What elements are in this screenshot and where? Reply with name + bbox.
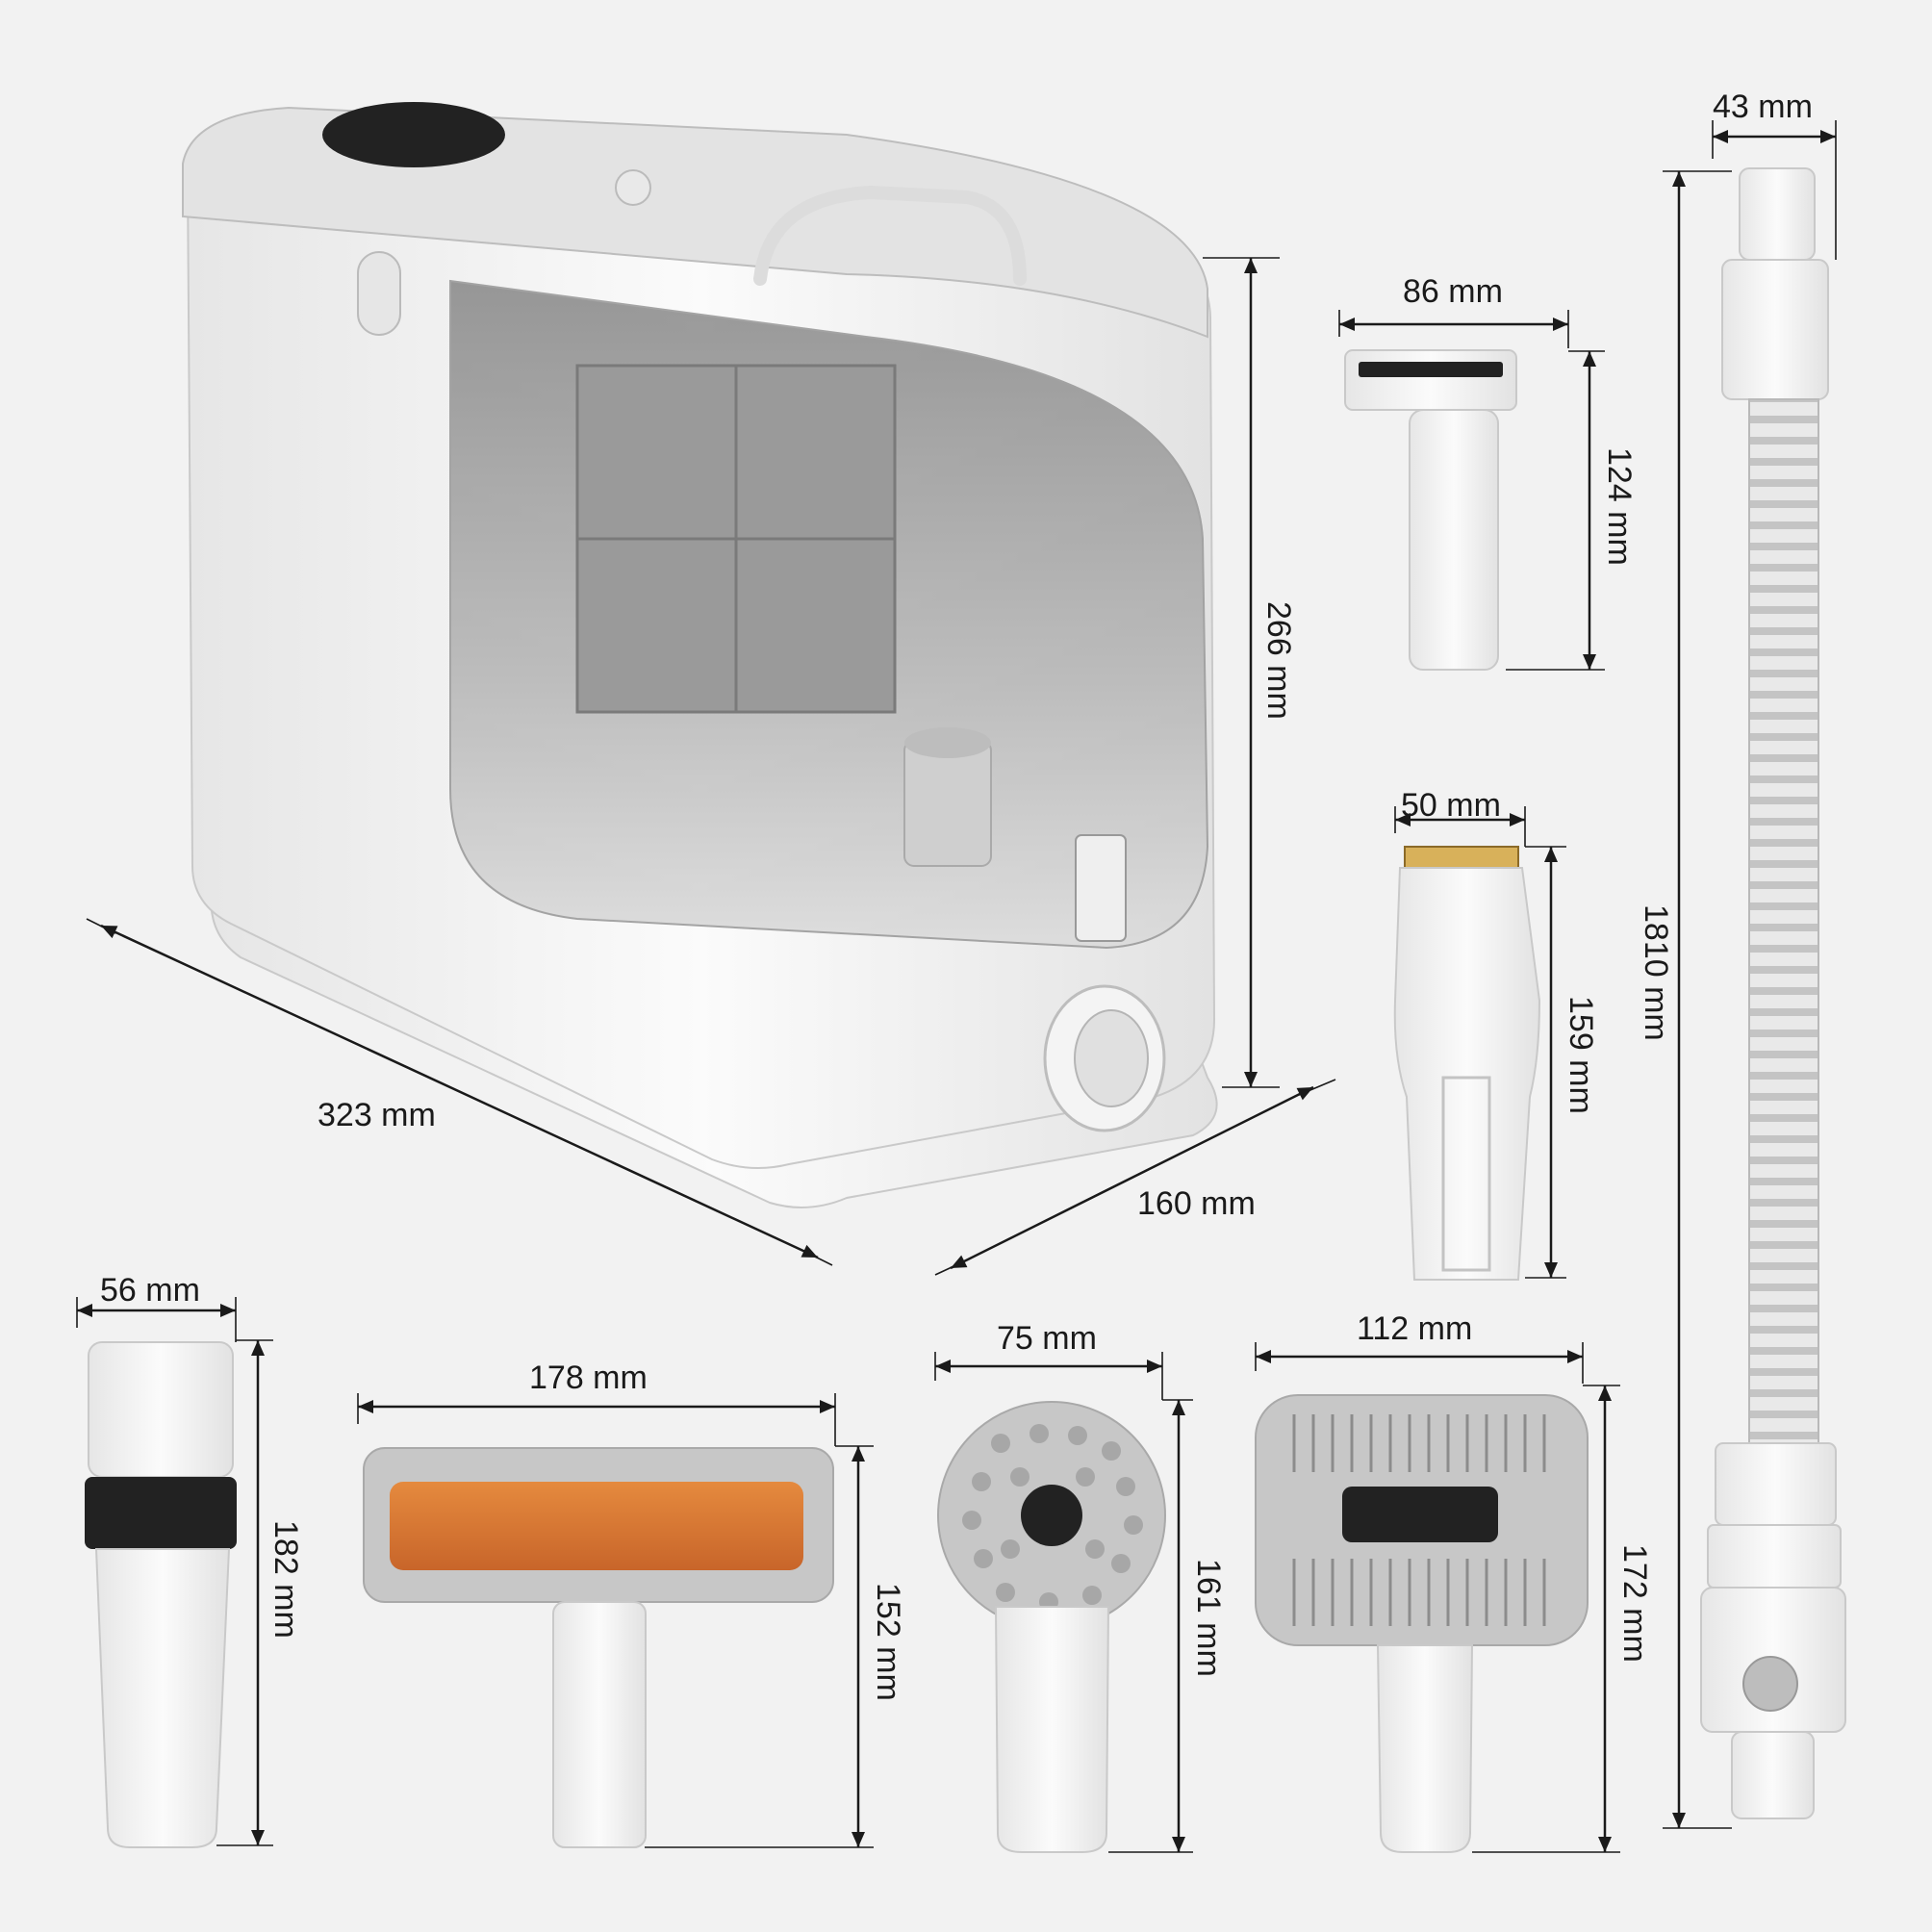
dim-label-hose-length: 1810 mm	[1638, 904, 1674, 1041]
dim-label-deshedding-height: 124 mm	[1601, 447, 1638, 566]
dim-label-roller-height: 152 mm	[870, 1583, 906, 1701]
dimension-arrowhead	[1510, 813, 1525, 826]
massage-brush	[937, 1401, 1166, 1853]
hose-release-button-icon	[1742, 1656, 1798, 1712]
dimension-arrowhead	[251, 1340, 265, 1356]
hair-clipper	[1393, 846, 1541, 1281]
dimension-arrowhead	[220, 1304, 236, 1317]
dim-label-clipper-width: 50 mm	[1401, 787, 1501, 824]
dimension-arrowhead	[935, 1360, 951, 1373]
dimension-arrowhead	[1296, 1087, 1313, 1101]
control-display	[322, 102, 505, 167]
dimension-lines	[76, 120, 1837, 1853]
dim-label-deshedding-width: 86 mm	[1403, 273, 1503, 310]
dimension-arrowhead	[77, 1304, 92, 1317]
dimension-arrowhead	[101, 926, 118, 939]
dimension-arrowhead	[1544, 847, 1558, 862]
dimension-arrowhead	[1172, 1400, 1185, 1415]
dim-label-clipper-height: 159 mm	[1563, 996, 1599, 1114]
dim-label-hose-diameter: 43 mm	[1713, 89, 1813, 125]
dimension-arrowhead	[951, 1255, 968, 1268]
dimension-arrowhead	[1395, 813, 1411, 826]
power-button-icon	[615, 169, 651, 206]
brush-nozzle	[85, 1341, 237, 1848]
roller-pad	[390, 1482, 803, 1570]
dimension-arrowhead	[1244, 1072, 1258, 1087]
dim-label-roller-width: 178 mm	[529, 1360, 648, 1396]
dim-label-massage-width: 75 mm	[997, 1320, 1097, 1357]
dimension-arrowhead	[1147, 1360, 1162, 1373]
dim-label-massage-height: 161 mm	[1190, 1559, 1227, 1677]
dimension-arrowhead	[1672, 171, 1686, 187]
dimension-arrowhead	[1567, 1350, 1583, 1363]
dimension-arrowhead	[358, 1400, 373, 1413]
dim-label-slicker-height: 172 mm	[1616, 1544, 1653, 1663]
dimension-arrowhead	[1598, 1385, 1612, 1401]
carry-handle	[753, 185, 1027, 286]
dimension-arrowhead	[1172, 1837, 1185, 1852]
dimension-arrowhead	[1820, 130, 1836, 143]
dimension-arrowhead	[1672, 1813, 1686, 1828]
deshedding-tool	[1344, 349, 1517, 671]
dimension-arrowhead	[1256, 1350, 1271, 1363]
dim-label-brush-nozzle-height: 182 mm	[267, 1520, 304, 1639]
dim-label-main-width: 323 mm	[318, 1097, 436, 1133]
dim-label-brush-nozzle-width: 56 mm	[100, 1272, 200, 1309]
dim-label-main-depth: 160 mm	[1137, 1185, 1256, 1222]
slicker-head	[1255, 1394, 1589, 1853]
dimension-arrowhead	[820, 1400, 835, 1413]
inner-intake-post	[903, 740, 992, 867]
dimension-arrowhead	[852, 1446, 865, 1462]
dimension-arrowhead	[1244, 258, 1258, 273]
dimension-arrowhead	[1583, 654, 1596, 670]
dimension-arrowhead	[1544, 1262, 1558, 1278]
roller-brush	[363, 1447, 834, 1848]
dimension-arrowhead	[801, 1244, 818, 1258]
dim-label-main-height: 266 mm	[1260, 601, 1297, 720]
dimension-arrowhead	[251, 1830, 265, 1845]
extension-hose	[1700, 167, 1846, 1819]
dimension-arrowhead	[1583, 351, 1596, 367]
side-release-button	[357, 251, 401, 336]
dimension-arrowhead	[852, 1832, 865, 1847]
dimension-arrowhead	[1598, 1837, 1612, 1852]
dim-label-slicker-width: 112 mm	[1357, 1310, 1472, 1347]
dimension-arrowhead	[1553, 318, 1568, 331]
grooming-base-unit	[182, 102, 1218, 1208]
dimension-arrowhead	[1713, 130, 1728, 143]
tank-latch	[1075, 834, 1127, 942]
dimension-arrowhead	[1339, 318, 1355, 331]
